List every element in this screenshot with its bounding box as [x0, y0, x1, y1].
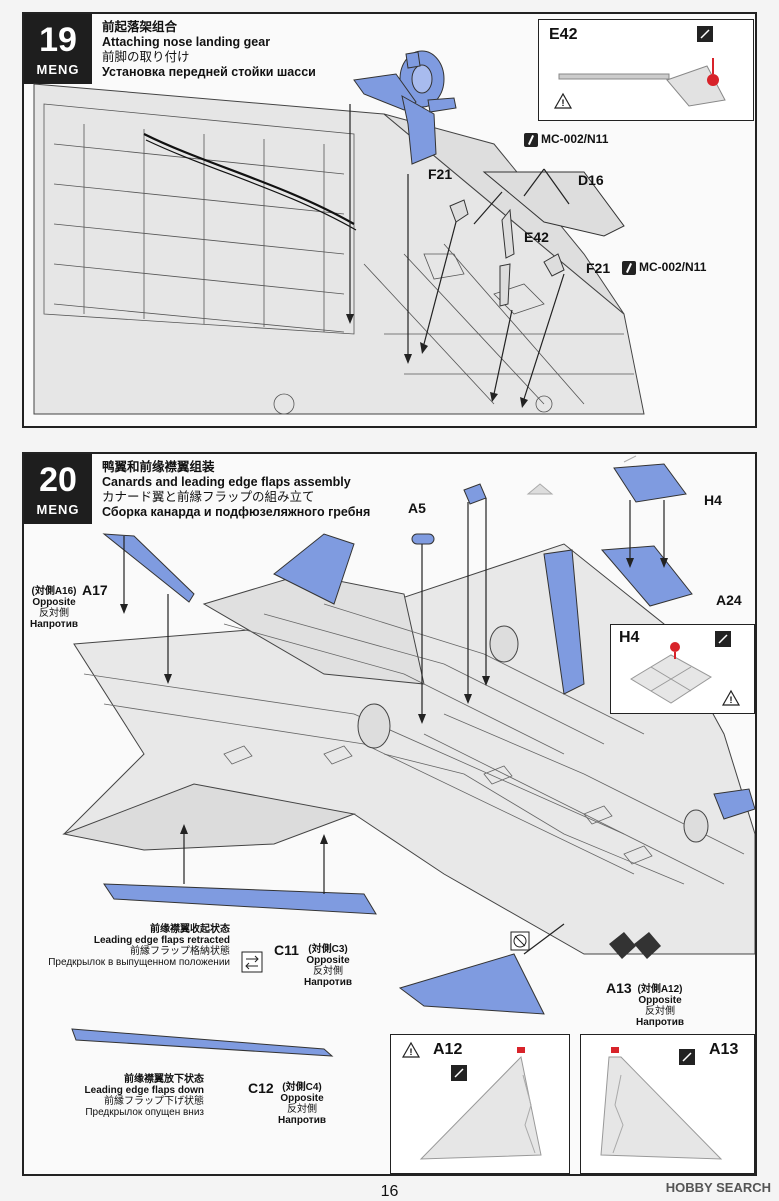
note-ru: Напротив — [304, 977, 352, 988]
note-zh: (対側C4) — [282, 1082, 322, 1093]
watermark-brand: HOBBY SEARCH — [665, 1180, 771, 1195]
caption-zh: 前缘襟翼放下状态 — [124, 1074, 204, 1085]
title-ja: カナード翼と前縁フラップの組み立て — [102, 490, 315, 504]
title-zh: 鸭翼和前缘襟翼组装 — [102, 460, 215, 474]
flaps-retracted-caption: 前缘襟翼收起状态 Leading edge flaps retracted 前縁… — [34, 924, 230, 968]
part-label-d16: D16 — [578, 172, 604, 188]
inset-a12-drawing: ! — [401, 1041, 542, 1160]
brand-logo: MENG — [36, 62, 80, 77]
step-titles: 前起落架组合 Attaching nose landing gear 前脚の取り… — [102, 20, 316, 80]
part-label-f21-b: F21 — [586, 260, 611, 276]
inset-label: H4 — [619, 629, 640, 646]
note-zh: (対側A12) — [637, 984, 683, 995]
caption-ru: Предкрылок опущен вниз — [85, 1107, 204, 1118]
watermark: HOBBY SEARCH — [666, 1180, 771, 1195]
part-label-a24: A24 — [716, 592, 742, 608]
note-en: Opposite — [306, 955, 350, 966]
caption-ja: 前縁フラップ下げ状態 — [104, 1096, 204, 1107]
paint-code: MC-002/N11 — [639, 260, 707, 274]
step-badge: 20 MENG — [24, 454, 92, 524]
paint-code: MC-002/N11 — [541, 132, 609, 146]
note-ru: Напротив — [636, 1017, 684, 1028]
caption-zh: 前缘襟翼收起状态 — [150, 924, 230, 935]
caption-ru: Предкрылок в выпущенном положении — [48, 957, 230, 968]
title-zh: 前起落架组合 — [102, 20, 178, 34]
inset-a13: A13 — [580, 1034, 755, 1174]
part-label-a17: A17 — [82, 582, 108, 598]
caption-en: Leading edge flaps retracted — [93, 935, 230, 946]
step-20-panel: 20 MENG 鸭翼和前缘襟翼组装 Canards and leading ed… — [22, 452, 757, 1176]
inset-h4: H4 ! — [610, 624, 755, 714]
note-zh: (対側A16) — [31, 586, 77, 597]
paint-brush-icon — [524, 132, 538, 147]
step-19-panel: 19 MENG 前起落架组合 Attaching nose landing ge… — [22, 12, 757, 428]
caption-ja: 前縁フラップ格納状態 — [130, 946, 230, 957]
note-en: Opposite — [638, 995, 682, 1006]
inset-label: A13 — [709, 1041, 739, 1058]
svg-text:!: ! — [730, 695, 733, 705]
title-ru: Установка передней стойки шасси — [102, 65, 316, 79]
part-label-c12: C12 — [248, 1080, 274, 1096]
note-ja: 反対側 — [644, 1006, 675, 1017]
paint-callout-b: MC-002/N11 — [622, 260, 706, 275]
paint-callout-a: MC-002/N11 — [524, 132, 608, 147]
inset-e42: E42 ! — [538, 19, 754, 121]
note-ja: 反対側 — [312, 966, 343, 977]
inset-h4-drawing: ! — [630, 631, 741, 706]
warning-icon — [553, 92, 573, 109]
part-label-c11: C11 — [274, 942, 299, 958]
note-zh: (対側C3) — [308, 944, 348, 955]
part-label-a5: A5 — [408, 500, 426, 516]
c11-opposite-note: (対側C3) Opposite 反対側 Напротив — [304, 944, 352, 988]
part-label-f21-a: F21 — [428, 166, 453, 182]
inset-label: A12 — [433, 1041, 463, 1058]
title-ru: Сборка канарда и подфюзеляжного гребня — [102, 505, 371, 519]
note-ja: 反対側 — [38, 608, 69, 619]
brand-logo: MENG — [36, 502, 80, 517]
inset-a12: A12 ! — [390, 1034, 570, 1174]
note-en: Opposite — [32, 597, 76, 608]
note-ru: Напротив — [278, 1115, 326, 1126]
title-ja: 前脚の取り付け — [102, 50, 190, 64]
step-number: 19 — [39, 21, 77, 59]
inset-e42-drawing: ! — [553, 26, 726, 109]
warning-icon — [401, 1041, 421, 1058]
svg-text:!: ! — [410, 1047, 413, 1057]
part-label-e42: E42 — [524, 229, 549, 245]
nose-gear-drawing — [33, 50, 645, 415]
paint-brush-icon — [622, 260, 636, 275]
part-label-a13: A13 — [606, 980, 632, 996]
part-label-h4: H4 — [704, 492, 722, 508]
inset-a13-drawing — [600, 1047, 723, 1160]
a13-opposite-note: (対側A12) Opposite 反対側 Напротив — [636, 984, 684, 1028]
flip-icon — [241, 951, 263, 973]
canard-assembly-drawing — [62, 455, 755, 1057]
step-number: 20 — [39, 461, 77, 499]
flaps-down-caption: 前缘襟翼放下状态 Leading edge flaps down 前縁フラップ下… — [34, 1074, 204, 1118]
page-number: 16 — [380, 1183, 399, 1200]
a17-opposite-note: (対側A16) Opposite 反対側 Напротив — [30, 586, 78, 630]
title-en: Attaching nose landing gear — [102, 35, 271, 49]
warning-icon — [721, 689, 741, 706]
step-titles: 鸭翼和前缘襟翼组装 Canards and leading edge flaps… — [102, 460, 370, 520]
note-ru: Напротив — [30, 619, 78, 630]
note-ja: 反対側 — [286, 1104, 317, 1115]
inset-label: E42 — [549, 26, 578, 43]
title-en: Canards and leading edge flaps assembly — [102, 475, 351, 489]
svg-text:!: ! — [562, 98, 565, 108]
step-badge: 19 MENG — [24, 14, 92, 84]
caption-en: Leading edge flaps down — [84, 1085, 204, 1096]
c12-opposite-note: (対側C4) Opposite 反対側 Напротив — [278, 1082, 326, 1126]
note-en: Opposite — [280, 1093, 324, 1104]
